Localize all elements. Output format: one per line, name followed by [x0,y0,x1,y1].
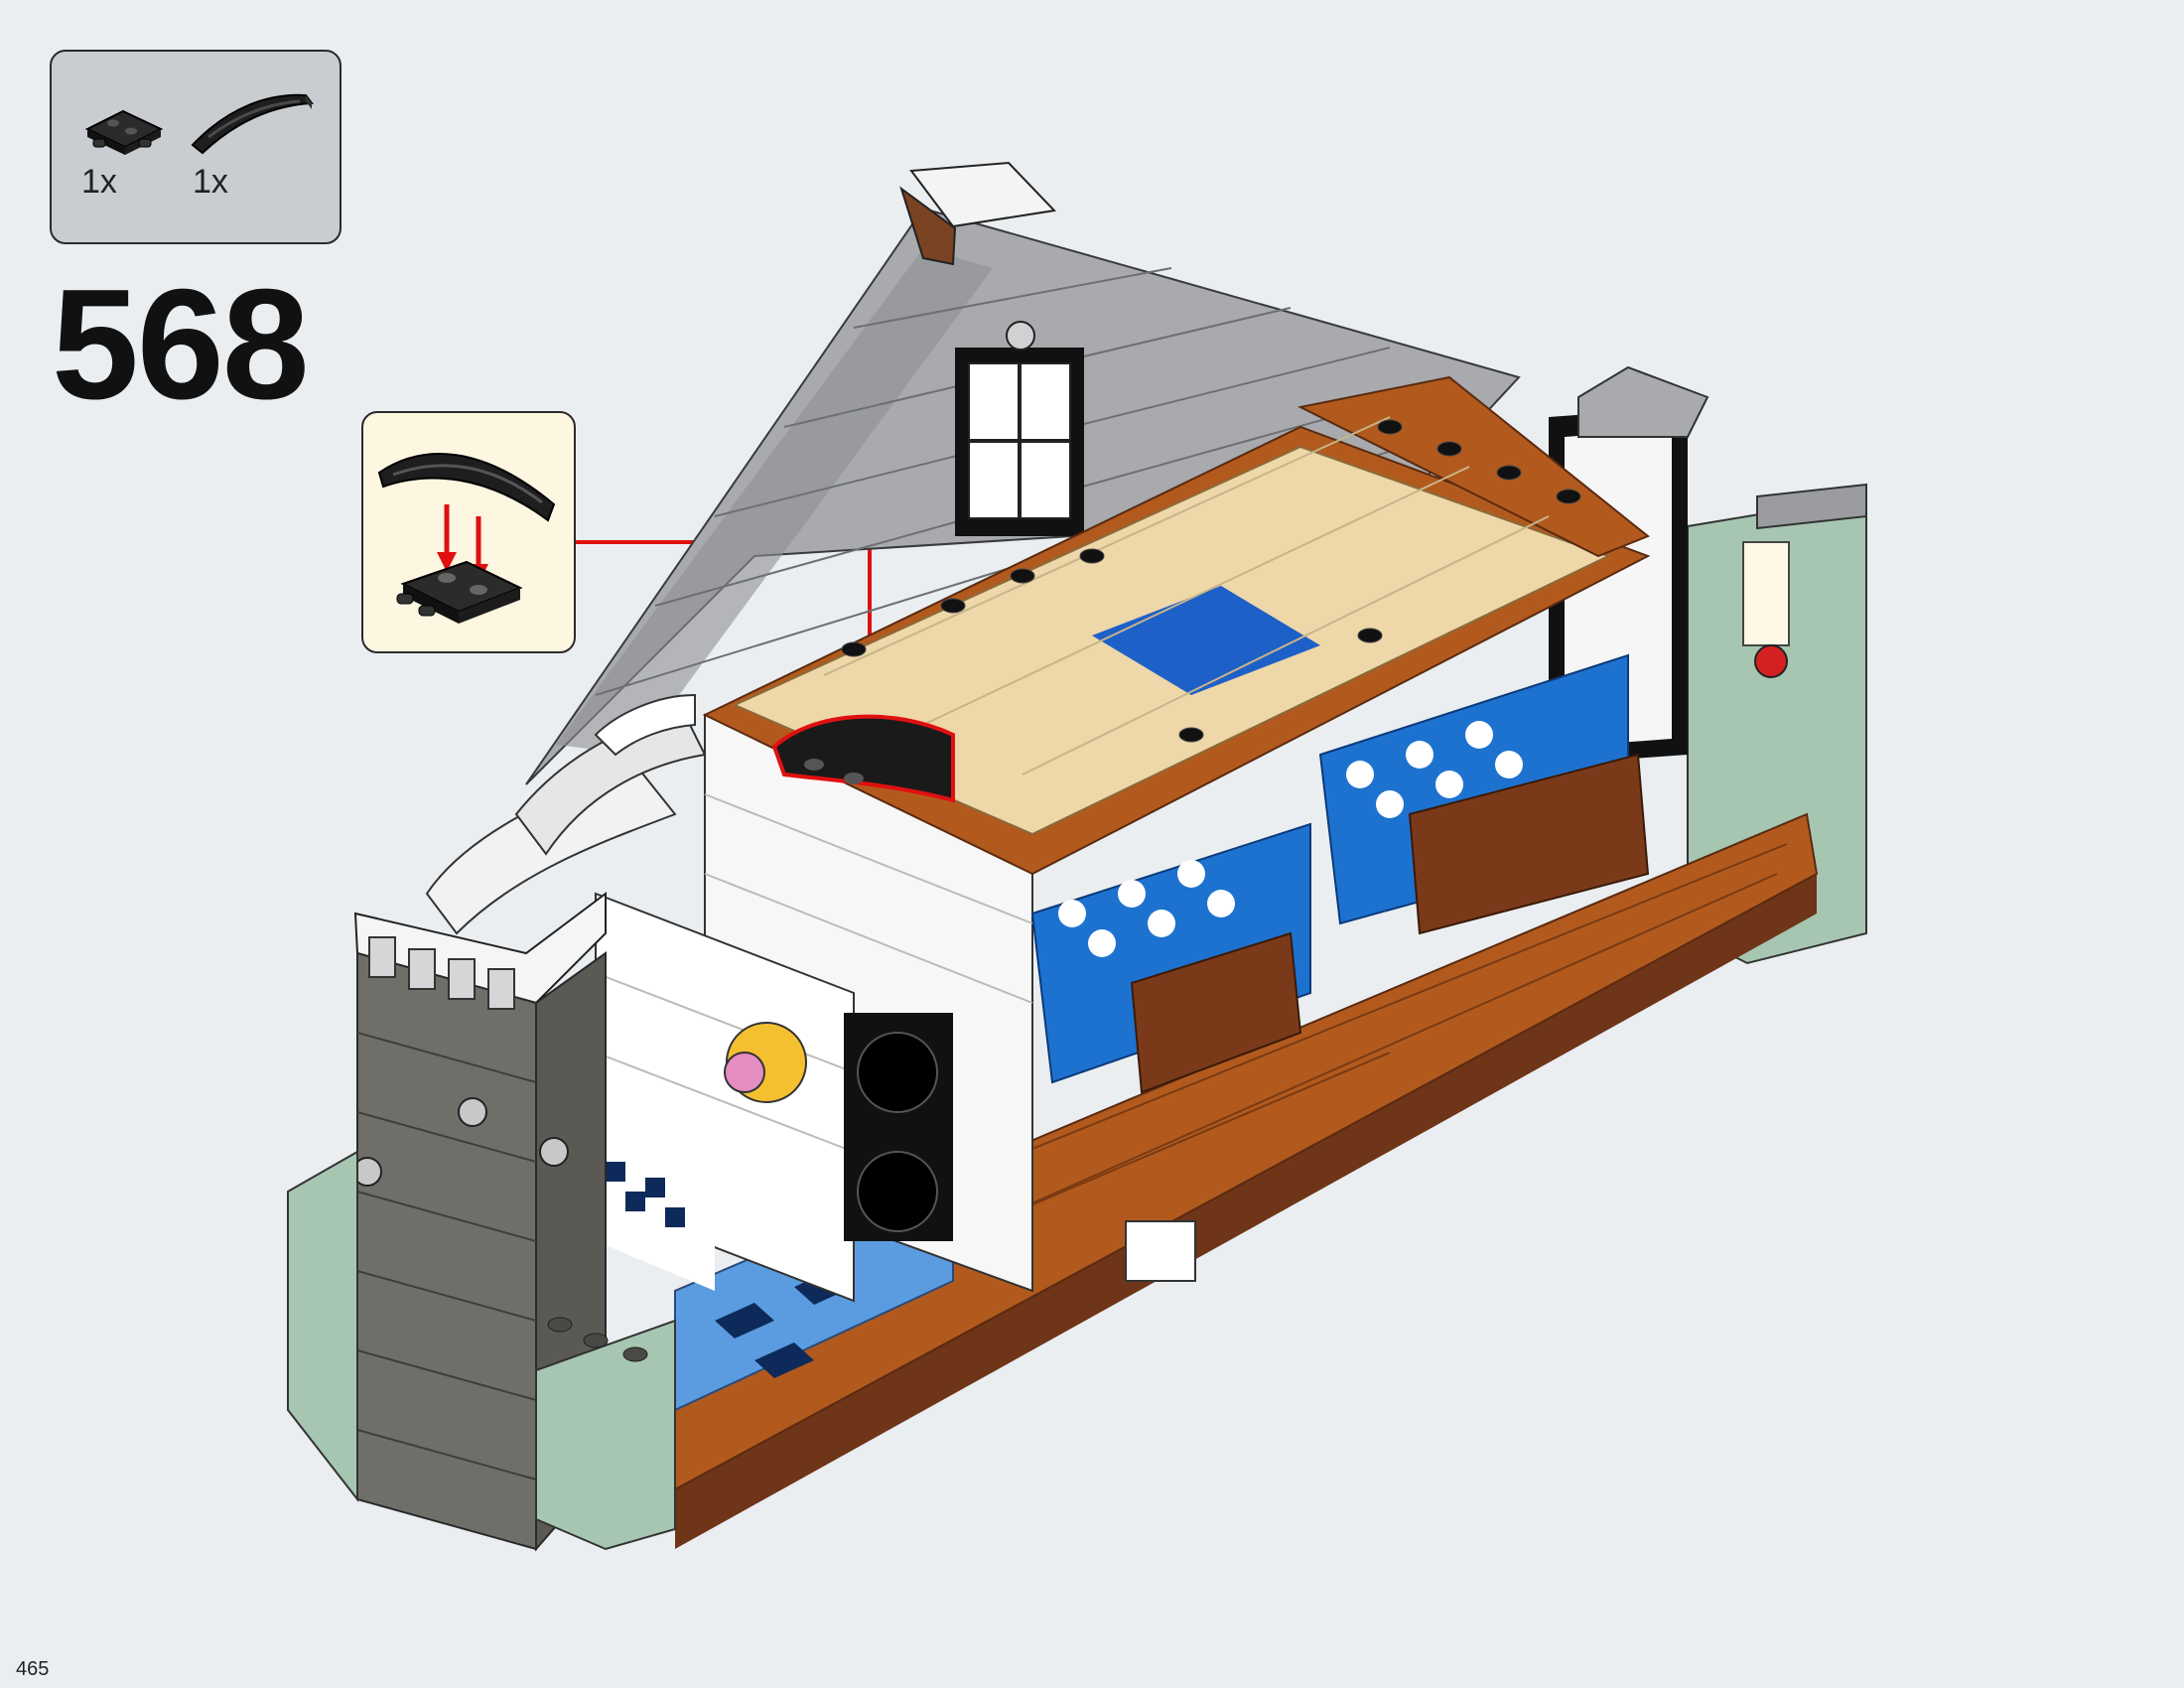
part-1-quantity: 1x [81,163,117,201]
beds [1030,653,1650,1094]
plate-with-clips-icon [84,109,164,155]
left-wall [287,1150,676,1551]
parts-list-box: 1x 1x [50,50,341,244]
stone-chimney [352,892,607,1552]
interior-wall [595,713,1033,1303]
chimney-cap [899,161,1057,266]
attic-window [955,321,1084,536]
page-number: 465 [16,1658,50,1680]
step-number: 568 [52,257,310,432]
roof-ornament [425,693,707,935]
subassembly-curved-slope-on-clip-plate-icon [377,453,556,624]
callout-box [361,411,576,653]
curved-slope-icon [191,93,314,155]
part-2-quantity: 1x [193,163,228,201]
new-piece-highlight [771,714,955,803]
